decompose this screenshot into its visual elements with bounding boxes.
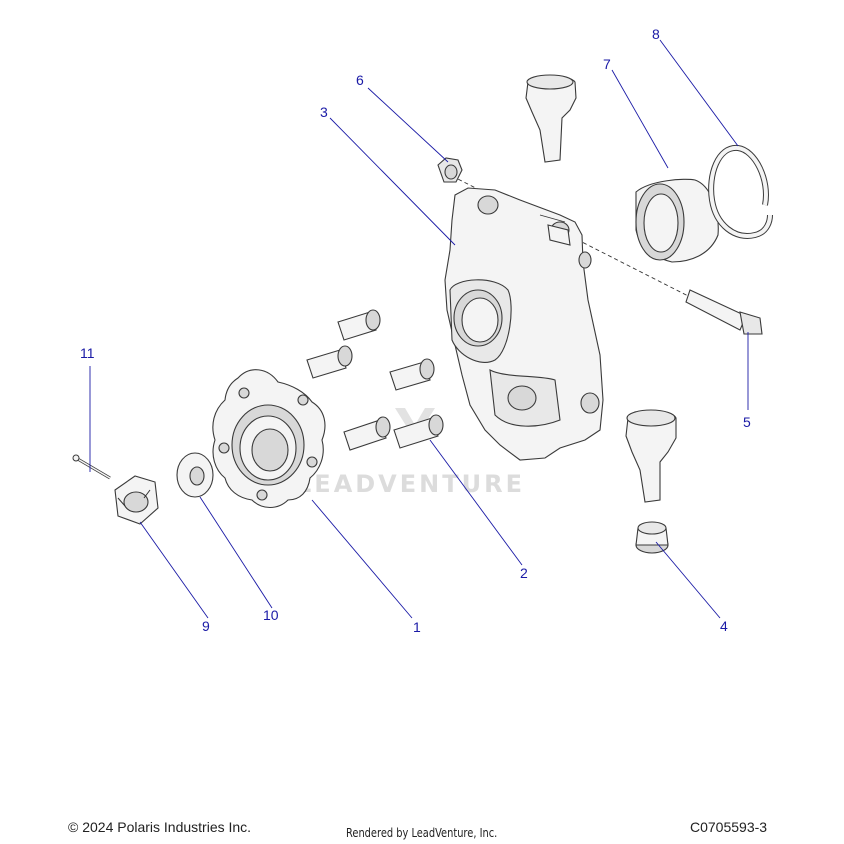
callout-1: 1 bbox=[413, 619, 421, 635]
leadventure-watermark: LEADVENTURE bbox=[296, 408, 525, 498]
callout-5: 5 bbox=[743, 414, 751, 430]
callout-9: 9 bbox=[202, 618, 210, 634]
wheel-hub bbox=[212, 369, 326, 509]
wheel-studs bbox=[306, 309, 444, 451]
upper-ball-joint bbox=[525, 74, 577, 163]
cotter-pin bbox=[72, 454, 111, 480]
rendered-by-text: Rendered by LeadVenture, Inc. bbox=[346, 826, 498, 840]
wheel-bearing bbox=[635, 178, 719, 263]
alignment-dashed-line bbox=[451, 175, 701, 303]
washer bbox=[176, 452, 214, 498]
steering-knuckle bbox=[444, 187, 604, 461]
flange-bolt bbox=[685, 289, 763, 335]
callout-7: 7 bbox=[603, 56, 611, 72]
callout-6: 6 bbox=[356, 72, 364, 88]
drawing-code: C0705593-3 bbox=[690, 819, 768, 835]
watermark-text: LEADVENTURE bbox=[296, 470, 525, 498]
copyright-text: © 2024 Polaris Industries Inc. bbox=[68, 819, 252, 835]
callout-leaders bbox=[89, 39, 749, 619]
callout-8: 8 bbox=[652, 26, 660, 42]
callout-3: 3 bbox=[320, 104, 328, 120]
callout-11: 11 bbox=[80, 345, 95, 361]
lower-flange-nut bbox=[635, 521, 669, 554]
castle-nut bbox=[114, 475, 159, 525]
callout-numbers: 1 2 3 4 5 6 7 8 9 10 11 bbox=[80, 26, 751, 635]
lower-ball-joint bbox=[625, 409, 677, 503]
upper-nut bbox=[437, 157, 463, 183]
retaining-ring bbox=[708, 145, 773, 239]
callout-10: 10 bbox=[263, 607, 279, 623]
callout-4: 4 bbox=[720, 618, 728, 634]
callout-2: 2 bbox=[520, 565, 528, 581]
